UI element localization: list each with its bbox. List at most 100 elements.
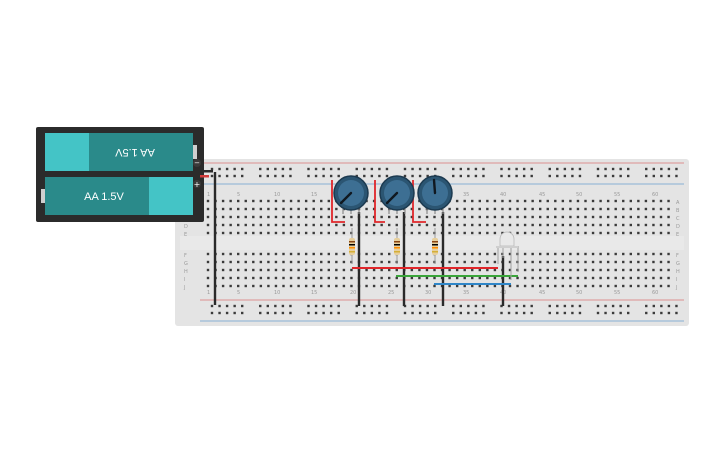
breadboard-hole[interactable]: [486, 284, 489, 288]
breadboard-hole[interactable]: [627, 167, 630, 171]
breadboard-hole[interactable]: [591, 276, 595, 280]
breadboard-hole[interactable]: [556, 311, 559, 315]
breadboard-hole[interactable]: [667, 167, 671, 171]
breadboard-hole[interactable]: [455, 268, 459, 272]
breadboard-hole[interactable]: [606, 207, 610, 211]
breadboard-hole[interactable]: [327, 268, 330, 272]
breadboard-hole[interactable]: [342, 215, 346, 219]
breadboard-hole[interactable]: [259, 231, 263, 235]
breadboard-hole[interactable]: [471, 199, 474, 203]
breadboard-hole[interactable]: [548, 167, 551, 171]
breadboard-hole[interactable]: [516, 207, 519, 211]
breadboard-hole[interactable]: [455, 207, 459, 211]
breadboard-hole[interactable]: [221, 268, 225, 272]
breadboard-hole[interactable]: [244, 284, 247, 288]
breadboard-hole[interactable]: [531, 207, 534, 211]
pot-1[interactable]: [333, 175, 369, 214]
breadboard-hole[interactable]: [342, 223, 346, 227]
breadboard-hole[interactable]: [244, 215, 247, 219]
breadboard-hole[interactable]: [237, 215, 240, 219]
breadboard-hole[interactable]: [418, 268, 421, 272]
breadboard-hole[interactable]: [606, 231, 610, 235]
breadboard-hole[interactable]: [304, 223, 308, 227]
breadboard-hole[interactable]: [599, 284, 602, 288]
breadboard-hole[interactable]: [289, 223, 293, 227]
breadboard-hole[interactable]: [221, 231, 225, 235]
breadboard-hole[interactable]: [418, 223, 421, 227]
breadboard-hole[interactable]: [561, 268, 565, 272]
breadboard-hole[interactable]: [571, 304, 574, 308]
breadboard-hole[interactable]: [365, 284, 368, 288]
breadboard-hole[interactable]: [342, 284, 346, 288]
breadboard-hole[interactable]: [327, 284, 330, 288]
breadboard-hole[interactable]: [515, 304, 518, 308]
breadboard-hole[interactable]: [599, 215, 602, 219]
breadboard-hole[interactable]: [372, 223, 376, 227]
breadboard-hole[interactable]: [372, 231, 376, 235]
breadboard-hole[interactable]: [576, 207, 580, 211]
breadboard-hole[interactable]: [471, 207, 474, 211]
breadboard-hole[interactable]: [507, 304, 511, 308]
breadboard-hole[interactable]: [252, 215, 255, 219]
breadboard-hole[interactable]: [530, 174, 533, 178]
breadboard-hole[interactable]: [410, 223, 414, 227]
breadboard-hole[interactable]: [478, 231, 481, 235]
breadboard-hole[interactable]: [304, 284, 308, 288]
breadboard-hole[interactable]: [297, 215, 300, 219]
breadboard-hole[interactable]: [463, 276, 466, 280]
breadboard-hole[interactable]: [252, 268, 255, 272]
breadboard-hole[interactable]: [501, 199, 504, 203]
breadboard-hole[interactable]: [500, 167, 503, 171]
breadboard-hole[interactable]: [644, 260, 648, 264]
breadboard-hole[interactable]: [576, 268, 580, 272]
breadboard-hole[interactable]: [486, 231, 489, 235]
breadboard-hole[interactable]: [627, 174, 630, 178]
breadboard-hole[interactable]: [267, 215, 270, 219]
breadboard-hole[interactable]: [486, 207, 489, 211]
breadboard-hole[interactable]: [561, 207, 565, 211]
breadboard-hole[interactable]: [596, 304, 600, 308]
breadboard-hole[interactable]: [244, 268, 247, 272]
breadboard-hole[interactable]: [516, 284, 519, 288]
breadboard-hole[interactable]: [455, 199, 459, 203]
breadboard-hole[interactable]: [320, 276, 323, 280]
breadboard-hole[interactable]: [478, 215, 481, 219]
breadboard-hole[interactable]: [252, 276, 255, 280]
breadboard-hole[interactable]: [531, 231, 534, 235]
breadboard-hole[interactable]: [337, 167, 340, 171]
breadboard-hole[interactable]: [591, 252, 595, 256]
breadboard-hole[interactable]: [652, 284, 655, 288]
breadboard-hole[interactable]: [546, 215, 549, 219]
breadboard-hole[interactable]: [259, 207, 263, 211]
breadboard-hole[interactable]: [569, 260, 572, 264]
breadboard-hole[interactable]: [426, 167, 429, 171]
breadboard-hole[interactable]: [629, 223, 632, 227]
breadboard-hole[interactable]: [501, 252, 504, 256]
breadboard-hole[interactable]: [546, 223, 549, 227]
breadboard-hole[interactable]: [548, 174, 551, 178]
breadboard-hole[interactable]: [523, 260, 527, 264]
breadboard-hole[interactable]: [591, 215, 595, 219]
breadboard-hole[interactable]: [508, 268, 512, 272]
breadboard-hole[interactable]: [267, 207, 270, 211]
breadboard-hole[interactable]: [289, 231, 293, 235]
breadboard-hole[interactable]: [365, 276, 368, 280]
breadboard-hole[interactable]: [267, 260, 270, 264]
breadboard-hole[interactable]: [459, 167, 462, 171]
battery-cell-2[interactable]: AA 1.5V: [41, 177, 193, 215]
breadboard-hole[interactable]: [395, 284, 398, 288]
breadboard-hole[interactable]: [530, 167, 533, 171]
breadboard-hole[interactable]: [478, 276, 481, 280]
breadboard-hole[interactable]: [218, 174, 221, 178]
breadboard-hole[interactable]: [637, 268, 640, 272]
breadboard-hole[interactable]: [304, 207, 308, 211]
breadboard-hole[interactable]: [370, 304, 374, 308]
breadboard-hole[interactable]: [493, 199, 497, 203]
breadboard-hole[interactable]: [312, 207, 315, 211]
breadboard-hole[interactable]: [335, 223, 338, 227]
breadboard-hole[interactable]: [267, 268, 270, 272]
breadboard-hole[interactable]: [426, 304, 429, 308]
breadboard-hole[interactable]: [486, 215, 489, 219]
breadboard-hole[interactable]: [327, 260, 330, 264]
breadboard-hole[interactable]: [604, 304, 607, 308]
